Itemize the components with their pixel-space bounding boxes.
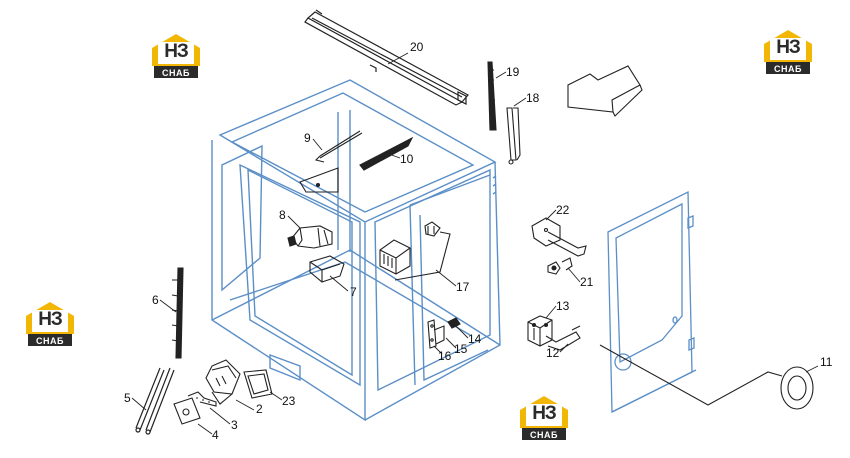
part-door-lock bbox=[527, 315, 581, 351]
callout-17: 17 bbox=[456, 280, 470, 294]
watermark-sub-text: СНАБ bbox=[530, 430, 558, 440]
house-logo-icon bbox=[152, 34, 200, 78]
part-wiper-motor bbox=[287, 225, 333, 249]
callout-18: 18 bbox=[526, 91, 540, 105]
callout-6: 6 bbox=[152, 293, 159, 307]
callout-4: 4 bbox=[212, 428, 219, 442]
part-wiper-arm bbox=[506, 107, 521, 165]
callout-14: 14 bbox=[468, 332, 482, 346]
part-roller-blind bbox=[304, 9, 469, 106]
watermark-main-text: НЗ bbox=[164, 41, 189, 62]
part-latch bbox=[427, 317, 461, 349]
callout-9: 9 bbox=[304, 131, 311, 145]
watermark-main-text: НЗ bbox=[532, 403, 557, 424]
cab-frame bbox=[211, 79, 501, 422]
callout-20: 20 bbox=[410, 40, 424, 54]
watermark-main-text: НЗ bbox=[776, 37, 801, 58]
house-logo-icon bbox=[764, 30, 812, 74]
callout-7: 7 bbox=[350, 285, 357, 299]
house-logo-icon bbox=[26, 302, 74, 346]
part-switch-panel bbox=[173, 359, 241, 425]
callout-5: 5 bbox=[124, 391, 131, 405]
leader-lines bbox=[131, 52, 819, 435]
callout-2: 2 bbox=[256, 402, 263, 416]
callout-23: 23 bbox=[282, 394, 296, 408]
watermark-sub-text: СНАБ bbox=[36, 336, 64, 346]
part-front-wiper bbox=[299, 130, 414, 193]
callout-13: 13 bbox=[556, 299, 570, 313]
callout-12: 12 bbox=[546, 346, 560, 360]
callout-16: 16 bbox=[438, 349, 452, 363]
callout-19: 19 bbox=[506, 65, 520, 79]
part-left-wiper bbox=[171, 267, 184, 359]
direction-arrow bbox=[567, 65, 643, 117]
callout-labels: 20 19 18 9 10 8 7 17 22 21 13 14 15 16 1… bbox=[124, 40, 833, 442]
callout-3: 3 bbox=[231, 418, 238, 432]
watermark-logo-top-right: НЗ СНАБ bbox=[762, 28, 814, 78]
part-door bbox=[607, 190, 697, 414]
part-gas-struts bbox=[135, 367, 175, 435]
callout-11: 11 bbox=[820, 355, 833, 369]
watermark-logo-mid-left: НЗ СНАБ bbox=[24, 300, 76, 350]
part-knob bbox=[547, 257, 573, 275]
part-electrical-box bbox=[379, 221, 451, 281]
part-bracket bbox=[531, 217, 587, 257]
callout-10: 10 bbox=[400, 152, 414, 166]
watermark-main-text: НЗ bbox=[38, 309, 63, 330]
callout-8: 8 bbox=[279, 208, 286, 222]
part-tray bbox=[309, 255, 345, 283]
part-rear-wiper bbox=[487, 61, 497, 131]
watermark-sub-text: СНАБ bbox=[774, 64, 802, 74]
callout-22: 22 bbox=[556, 203, 570, 217]
watermark-logo-top-left: НЗ СНАБ bbox=[150, 32, 202, 82]
callout-21: 21 bbox=[580, 275, 594, 289]
watermark-sub-text: СНАБ bbox=[162, 68, 190, 78]
callout-15: 15 bbox=[454, 342, 468, 356]
part-plate bbox=[243, 369, 273, 399]
house-logo-icon bbox=[520, 396, 568, 440]
part-mirror bbox=[599, 344, 814, 410]
watermark-logo-bottom: НЗ СНАБ bbox=[518, 394, 570, 444]
